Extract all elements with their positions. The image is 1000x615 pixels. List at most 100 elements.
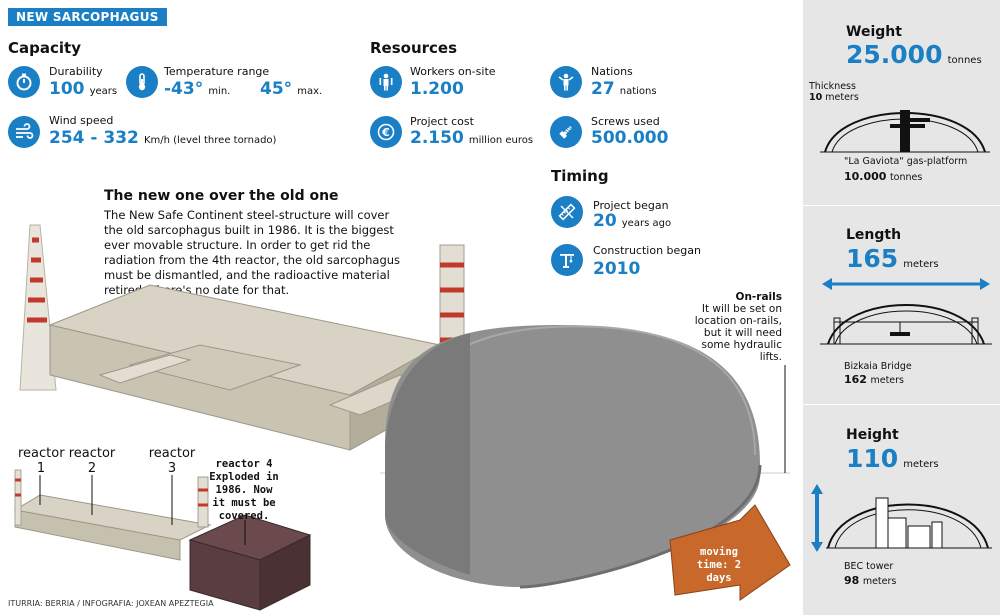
cost-value-group: 2.150 million euros — [410, 128, 533, 148]
height-value-group: 110 meters — [846, 444, 939, 473]
plant-illustration — [13, 224, 791, 611]
stopwatch-icon — [8, 66, 40, 98]
screw-icon — [550, 116, 582, 148]
wind-label: Wind speed — [49, 114, 114, 127]
wind-value: 254 - 332 — [49, 128, 139, 148]
nations-label: Nations — [591, 65, 633, 78]
weight-title: Weight — [846, 24, 902, 40]
length-compare-group: 162 meters — [844, 373, 904, 386]
moving-time-label: moving time: 2 days — [696, 546, 742, 584]
temperature-max-value: 45° — [260, 79, 293, 99]
reactor3-label: reactor 3 — [148, 446, 196, 476]
began-value-group: 20 years ago — [593, 211, 671, 231]
height-unit: meters — [903, 459, 939, 470]
began-label: Project began — [593, 199, 669, 212]
durability-unit: years — [89, 86, 118, 97]
weight-unit: tonnes — [947, 55, 982, 66]
wind-unit: Km/h (level three tornado) — [143, 135, 277, 146]
weight-compare-label: "La Gaviota" gas-platform — [844, 156, 968, 167]
temperature-min-unit: min. — [208, 86, 231, 97]
length-unit: meters — [903, 259, 939, 270]
length-value-group: 165 meters — [846, 244, 939, 273]
workers-icon — [370, 66, 402, 98]
height-title: Height — [846, 427, 899, 443]
durability-value: 100 — [49, 79, 85, 99]
bec-tower-shape — [875, 497, 889, 549]
weight-compare-group: 10.000 tonnes — [844, 170, 922, 183]
length-compare-label: Bizkaia Bridge — [844, 361, 912, 372]
height-value: 110 — [846, 444, 899, 473]
cost-value: 2.150 — [410, 128, 464, 148]
length-arch-diagram — [820, 278, 992, 345]
construction-value: 2010 — [593, 259, 641, 279]
ruler-icon — [551, 196, 583, 228]
thickness-note: Thickness 10 meters — [809, 81, 859, 103]
onrails-note: On-rails It will be set on location on-r… — [690, 291, 782, 363]
temperature-max-unit: max. — [297, 86, 323, 97]
nations-icon — [550, 66, 582, 98]
length-compare-unit: meters — [870, 375, 904, 386]
height-arch-diagram — [811, 484, 992, 552]
reactor-row — [13, 469, 212, 561]
gas-platform-shape — [900, 110, 910, 152]
thickness-label: Thickness — [809, 81, 856, 92]
height-compare-label: BEC tower — [844, 561, 894, 572]
wind-value-group: 254 - 332 Km/h (level three tornado) — [49, 128, 276, 148]
began-value: 20 — [593, 211, 617, 231]
thermometer-icon — [126, 66, 158, 98]
sidebar-divider-1 — [803, 205, 1000, 206]
durability-value-group: 100 years — [49, 79, 117, 99]
nations-value: 27 — [591, 79, 615, 99]
height-compare-group: 98 meters — [844, 574, 896, 587]
credits: ITURRIA: BERRIA / INFOGRAFIA: JOXEAN APE… — [8, 599, 214, 608]
euro-icon: € — [370, 116, 402, 148]
thickness-value: 10 — [809, 92, 823, 103]
reactor2-label: reactor 2 — [68, 446, 116, 476]
temperature-max-group: 45° max. — [260, 79, 322, 99]
main-building — [48, 284, 442, 451]
sidebar-divider-2 — [803, 404, 1000, 405]
weight-arch-diagram — [820, 110, 990, 153]
nations-unit: nations — [619, 86, 657, 97]
durability-label: Durability — [49, 65, 103, 78]
length-value: 165 — [846, 244, 899, 273]
bridge-gondola-shape — [890, 332, 910, 336]
weight-compare-value: 10.000 — [844, 170, 887, 183]
length-compare-value: 162 — [844, 373, 867, 386]
moving-arrow — [669, 504, 791, 601]
timing-title: Timing — [551, 167, 609, 185]
weight-compare-unit: tonnes — [889, 172, 923, 183]
reactor1-label: reactor 1 — [18, 446, 65, 476]
temperature-min-group: -43° min. — [164, 79, 230, 99]
story-text: The New Safe Continent steel-structure w… — [104, 208, 401, 297]
new-safe-confinement-arch — [385, 325, 762, 589]
construction-label: Construction began — [593, 244, 701, 257]
wind-icon — [8, 116, 40, 148]
crane-icon — [551, 244, 583, 276]
screws-label: Screws used — [591, 115, 660, 128]
temperature-min-value: -43° — [164, 79, 204, 99]
screws-value: 500.000 — [591, 128, 669, 148]
weight-value: 25.000 — [846, 40, 943, 69]
cost-unit: million euros — [468, 135, 534, 146]
height-compare-value: 98 — [844, 574, 860, 587]
began-unit: years ago — [621, 218, 672, 229]
section-tag: NEW SARCOPHAGUS — [8, 8, 167, 26]
height-compare-unit: meters — [862, 576, 897, 587]
capacity-title: Capacity — [8, 39, 81, 57]
reactor4-sarcophagus — [188, 514, 312, 611]
onrails-text: It will be set on location on-rails, but… — [694, 303, 782, 363]
reactor4-label: reactor 4 Exploded in 1986. Now it must … — [209, 458, 279, 522]
svg-text:€: € — [381, 126, 390, 139]
onrails-title: On-rails — [735, 291, 782, 303]
length-title: Length — [846, 227, 902, 243]
nations-value-group: 27 nations — [591, 79, 657, 99]
chimney-left — [19, 224, 57, 391]
comparison-sidebar — [803, 0, 1000, 615]
workers-value: 1.200 — [410, 79, 464, 99]
workers-label: Workers on-site — [410, 65, 496, 78]
resources-title: Resources — [370, 39, 458, 57]
story-title: The new one over the old one — [104, 188, 339, 204]
cost-label: Project cost — [410, 115, 474, 128]
weight-value-group: 25.000 tonnes — [846, 40, 982, 69]
